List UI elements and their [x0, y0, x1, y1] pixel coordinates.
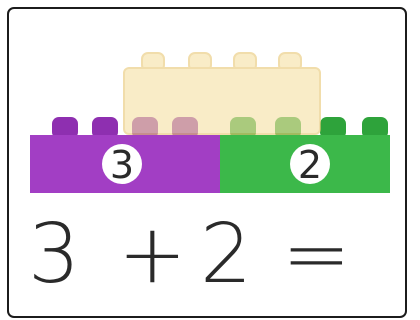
equation: 3 + 2 = — [0, 200, 420, 310]
left-count-label: 3 — [110, 143, 134, 187]
addend-b: 2 — [200, 200, 252, 310]
ghost-brick — [124, 53, 320, 134]
right-count-label: 2 — [298, 143, 322, 187]
equals-sign: = — [282, 200, 351, 310]
plus-sign: + — [118, 200, 187, 310]
ghost-brick-body — [124, 68, 320, 134]
addend-a: 3 — [28, 200, 80, 310]
